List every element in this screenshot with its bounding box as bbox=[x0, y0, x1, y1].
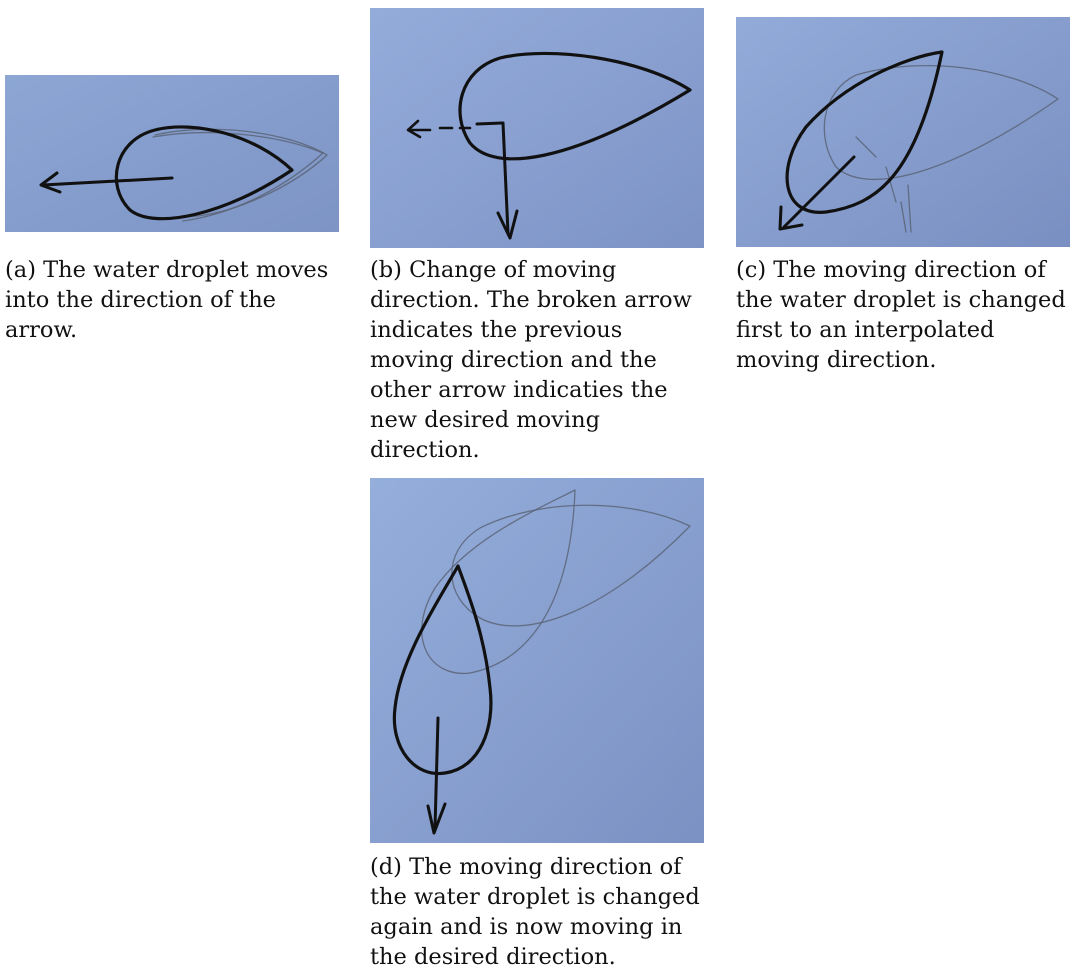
caption-c: (c) The moving direction of the water dr… bbox=[736, 255, 1075, 375]
caption-d: (d) The moving direction of the water dr… bbox=[370, 852, 710, 972]
photo-d bbox=[370, 478, 704, 843]
caption-b: (b) Change of moving direction. The brok… bbox=[370, 255, 710, 465]
droplet-sketch-a bbox=[5, 75, 339, 232]
droplet-sketch-d bbox=[370, 478, 704, 843]
droplet-sketch-c bbox=[736, 17, 1070, 247]
photo-a bbox=[5, 75, 339, 232]
caption-a: (a) The water droplet moves into the dir… bbox=[5, 255, 345, 345]
photo-c bbox=[736, 17, 1070, 247]
photo-b bbox=[370, 8, 704, 248]
droplet-sketch-b bbox=[370, 8, 704, 248]
